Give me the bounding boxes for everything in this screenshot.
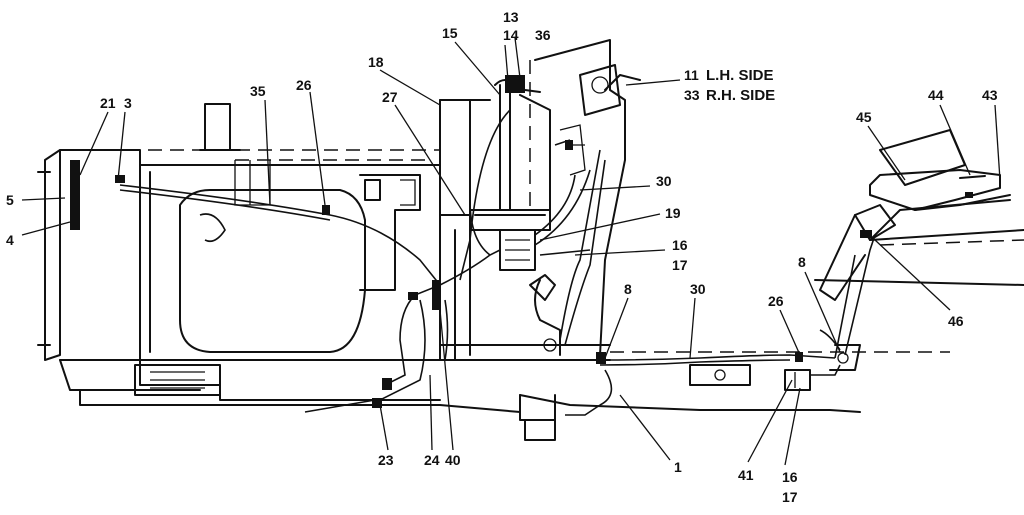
callout-5: 5 (6, 192, 14, 208)
callout-16-upper: 16 (672, 237, 688, 253)
callout-8-left: 8 (624, 281, 632, 297)
callout-43: 43 (982, 87, 998, 103)
callout-44: 44 (928, 87, 944, 103)
callout-33-side: R.H. SIDE (706, 87, 775, 104)
engine-housing (37, 103, 441, 401)
callout-21: 21 (100, 95, 116, 111)
battery-assembly (439, 39, 641, 361)
callout-41: 41 (738, 467, 754, 483)
callout-35: 35 (250, 83, 266, 99)
callout-26-right: 26 (768, 293, 784, 309)
callout-13: 13 (503, 9, 519, 25)
callout-labels: 21 3 5 4 35 26 18 27 15 13 14 36 11 L.H.… (6, 9, 998, 505)
callout-27: 27 (382, 89, 398, 105)
callout-33: 33 (684, 87, 700, 103)
callout-11: 11 (684, 67, 699, 83)
callout-15: 15 (442, 25, 458, 41)
callout-1: 1 (674, 459, 682, 475)
wire-harness (70, 75, 973, 416)
callout-3: 3 (124, 95, 132, 111)
callout-24: 24 (424, 452, 440, 468)
callout-16-lower: 16 (782, 469, 798, 485)
callout-30-upper: 30 (656, 173, 672, 189)
frame-rail (79, 274, 950, 441)
callout-45: 45 (856, 109, 872, 125)
callout-40: 40 (445, 452, 461, 468)
callout-17-lower: 17 (782, 489, 798, 505)
callout-19: 19 (665, 205, 681, 221)
callout-11-side: L.H. SIDE (706, 67, 774, 84)
callout-30-lower: 30 (690, 281, 706, 297)
callout-14: 14 (503, 27, 519, 43)
leader-lines (21, 37, 1001, 466)
callout-26-top: 26 (296, 77, 312, 93)
callout-18: 18 (368, 54, 384, 70)
callout-4: 4 (6, 232, 14, 248)
seat-assembly (814, 129, 1024, 371)
callout-8-right: 8 (798, 254, 806, 270)
callout-17-upper: 17 (672, 257, 688, 273)
callout-46: 46 (948, 313, 964, 329)
callout-36: 36 (535, 27, 551, 43)
callout-23: 23 (378, 452, 394, 468)
